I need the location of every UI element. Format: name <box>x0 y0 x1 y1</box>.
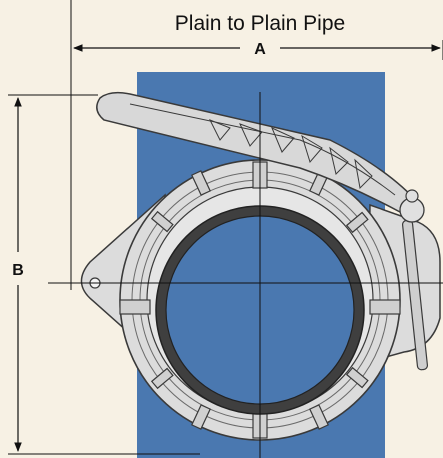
dimension-b: B <box>8 94 200 455</box>
dimension-a-label: A <box>254 41 266 58</box>
dimension-a: A <box>70 0 443 290</box>
centerlines <box>48 92 443 458</box>
coupling <box>80 91 441 441</box>
diagram-title: Plain to Plain Pipe <box>175 12 345 35</box>
dimension-b-label: B <box>12 262 24 279</box>
